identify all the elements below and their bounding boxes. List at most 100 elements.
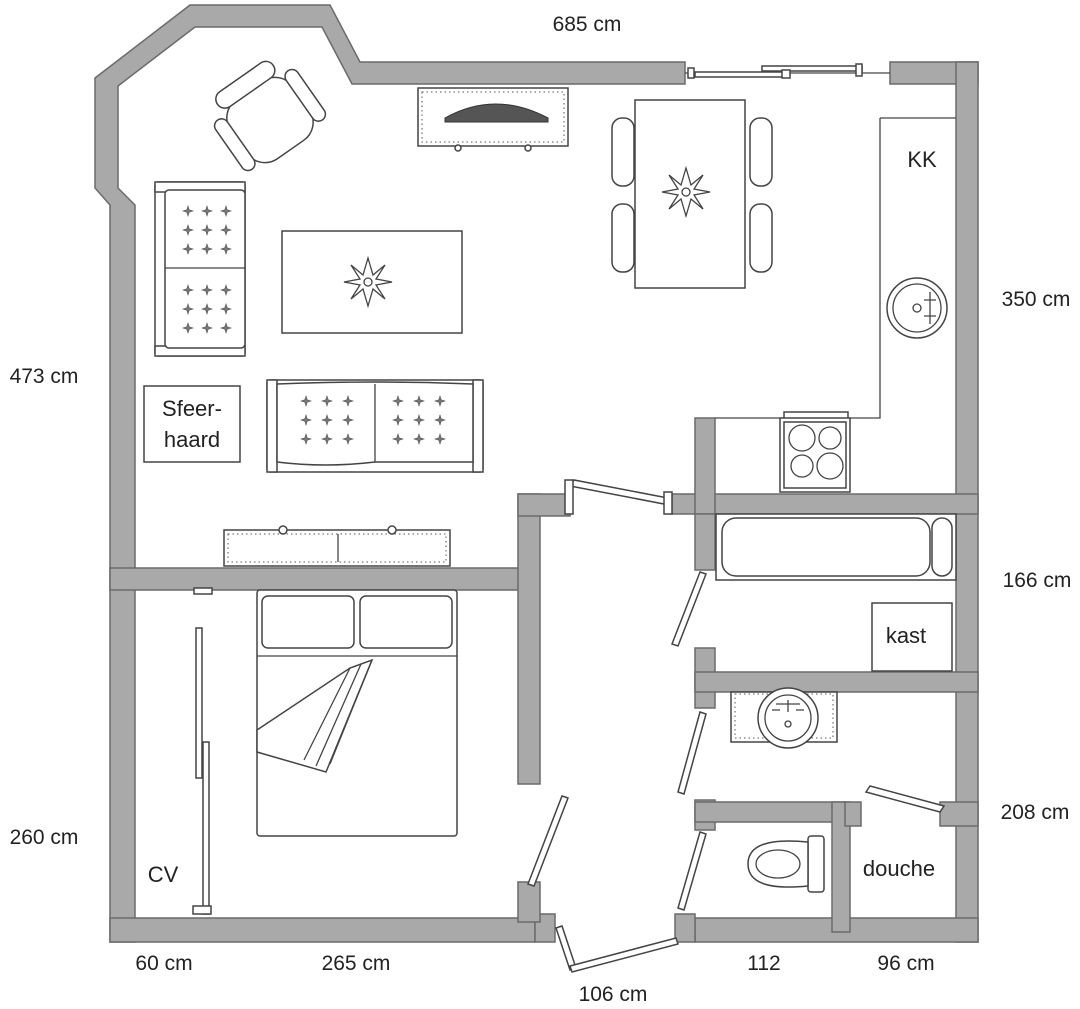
cushion-star bbox=[300, 433, 312, 445]
dim-left-lower: 260 cm bbox=[10, 826, 79, 849]
rug bbox=[281, 230, 463, 334]
dim-top: 685 cm bbox=[553, 13, 622, 36]
kitchen: KK bbox=[715, 117, 956, 493]
tv-cabinet bbox=[417, 87, 569, 152]
sofa-cushion-pattern bbox=[182, 205, 232, 334]
door-bath bbox=[671, 571, 707, 647]
fireplace-label-line2: haard bbox=[164, 427, 220, 452]
table-flower-decoration bbox=[661, 165, 711, 219]
cushion-star bbox=[220, 243, 232, 255]
cushion-star bbox=[201, 284, 213, 296]
cushion-star bbox=[342, 395, 354, 407]
cushion-star bbox=[182, 322, 194, 334]
dim-right-bath: 166 cm bbox=[1003, 569, 1072, 592]
washroom bbox=[730, 687, 838, 749]
dim-right-kitchen: 350 cm bbox=[1002, 288, 1071, 311]
outer-wall-left bbox=[94, 4, 686, 943]
kitchen-sink bbox=[886, 277, 948, 339]
dim-bottom-door: 106 cm bbox=[579, 983, 648, 1006]
toilet bbox=[747, 835, 825, 893]
wall-bath-wash bbox=[694, 671, 979, 693]
bathtub bbox=[715, 513, 957, 581]
cushion-star bbox=[220, 205, 232, 217]
door-washroom bbox=[677, 711, 707, 795]
cushion-star bbox=[220, 224, 232, 236]
bedroom: CV bbox=[148, 587, 458, 915]
dim-bottom-bedroom: 265 cm bbox=[322, 952, 391, 975]
double-bed bbox=[256, 589, 458, 837]
dim-bottom-right: 96 cm bbox=[877, 952, 934, 975]
cushion-star bbox=[182, 205, 194, 217]
rug-flower-decoration bbox=[343, 255, 393, 309]
cushion-star bbox=[392, 433, 404, 445]
door-bedroom bbox=[527, 795, 569, 887]
stove bbox=[779, 411, 851, 493]
dim-bottom-cv: 60 cm bbox=[135, 952, 192, 975]
cushion-star bbox=[321, 433, 333, 445]
door-jamb-right bbox=[674, 913, 696, 943]
sofa-left bbox=[154, 181, 246, 357]
cushion-star bbox=[434, 433, 446, 445]
cushion-star bbox=[201, 303, 213, 315]
wall-wash-toilet bbox=[694, 801, 846, 823]
cushion-star bbox=[201, 322, 213, 334]
bathroom: kast bbox=[715, 513, 957, 672]
fireplace-label-line1: Sfeer- bbox=[162, 396, 222, 421]
cushion-star bbox=[182, 224, 194, 236]
top-sliding-door bbox=[685, 63, 890, 79]
wall-shower-jamb-left bbox=[844, 801, 862, 827]
cushion-star bbox=[321, 414, 333, 426]
cushion-star bbox=[182, 284, 194, 296]
wall-hall-right-a bbox=[694, 513, 716, 571]
cushion-star bbox=[392, 414, 404, 426]
bath-cabinet: kast bbox=[871, 602, 953, 672]
cushion-star bbox=[321, 395, 333, 407]
cushion-star bbox=[182, 243, 194, 255]
cushion-star bbox=[342, 414, 354, 426]
cushion-star bbox=[182, 303, 194, 315]
sofa-bottom bbox=[266, 379, 484, 473]
cushion-star bbox=[201, 205, 213, 217]
cushion-star bbox=[342, 433, 354, 445]
cushion-star bbox=[434, 414, 446, 426]
sideboard bbox=[223, 525, 451, 567]
door-front-leaf bbox=[569, 937, 679, 973]
cushion-star bbox=[201, 224, 213, 236]
cushion-star bbox=[300, 414, 312, 426]
cushion-star bbox=[220, 303, 232, 315]
fridge-label: KK bbox=[907, 147, 937, 172]
dim-bottom-middle: 112 bbox=[747, 952, 780, 975]
wall-hall-left-top bbox=[517, 493, 541, 785]
cabinet-label: kast bbox=[886, 623, 926, 648]
cushion-star bbox=[413, 395, 425, 407]
cushion-star bbox=[201, 243, 213, 255]
bathroom-sink bbox=[757, 687, 819, 749]
door-front bbox=[555, 925, 577, 971]
toilet-room bbox=[747, 835, 825, 893]
wall-toilet-shower bbox=[831, 801, 851, 933]
wall-kitchen-stub bbox=[694, 417, 716, 515]
outer-wall-bottom-left bbox=[109, 917, 536, 943]
cushion-star bbox=[413, 433, 425, 445]
shower-label: douche bbox=[863, 856, 935, 881]
fireplace: Sfeer- haard bbox=[143, 385, 241, 463]
wall-shower-jamb-right bbox=[939, 801, 979, 827]
wall-living-bedroom bbox=[109, 567, 536, 591]
cushion-star bbox=[434, 395, 446, 407]
wardrobe-sliding-doors bbox=[192, 587, 213, 915]
dimension-labels: 685 cm 473 cm 260 cm 350 cm 166 cm 208 c… bbox=[10, 13, 1072, 1006]
wall-kitchen-bath bbox=[671, 493, 979, 515]
heating-label: CV bbox=[148, 862, 179, 887]
dim-left-upper: 473 cm bbox=[10, 365, 79, 388]
cushion-star bbox=[220, 322, 232, 334]
cushion-star bbox=[392, 395, 404, 407]
wall-hall-left-bottom bbox=[517, 881, 541, 923]
door-shower bbox=[864, 785, 946, 813]
door-living bbox=[568, 479, 670, 505]
cushion-star bbox=[413, 414, 425, 426]
armchair bbox=[213, 60, 327, 172]
wall-hall-top-left bbox=[517, 493, 571, 517]
door-toilet bbox=[677, 831, 707, 911]
dim-right-wc: 208 cm bbox=[1001, 801, 1070, 824]
